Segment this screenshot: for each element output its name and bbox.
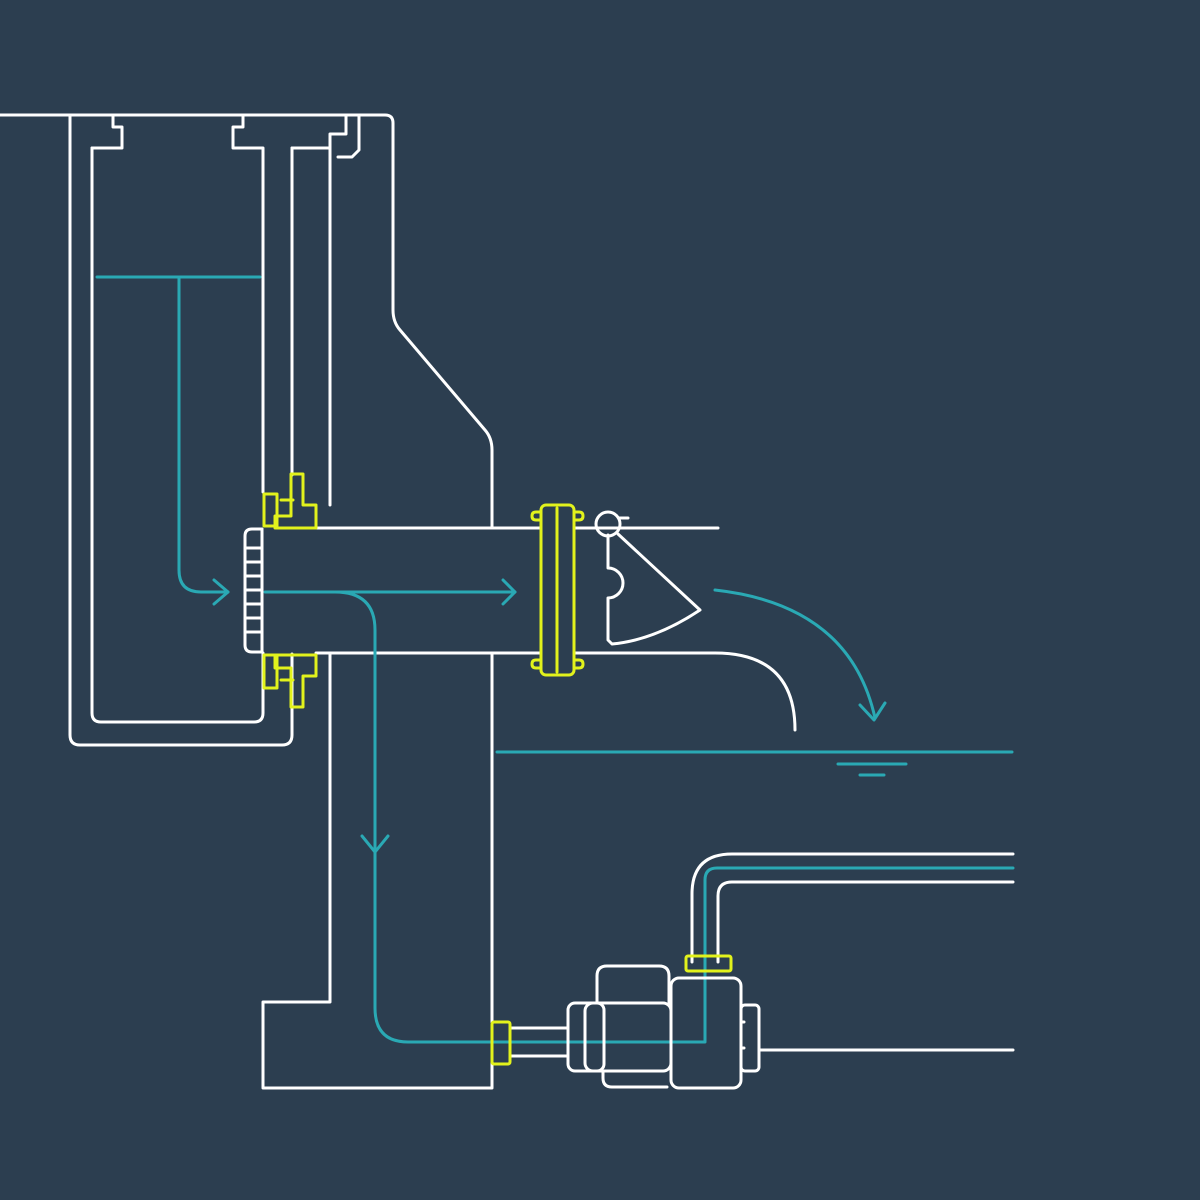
collection-tank bbox=[0, 113, 494, 747]
discharge-pipe bbox=[690, 852, 1015, 1052]
flange bbox=[530, 503, 585, 677]
flap-valve bbox=[594, 510, 702, 646]
wall-seal-top bbox=[262, 472, 318, 530]
water-flow bbox=[95, 275, 1015, 1044]
pump-coupling bbox=[490, 954, 733, 1066]
outlet-pipe bbox=[314, 526, 797, 732]
wall bbox=[261, 651, 494, 1090]
strainer bbox=[243, 527, 264, 654]
pump bbox=[508, 964, 761, 1090]
wall-seal-bottom bbox=[262, 653, 318, 709]
receiving-water bbox=[495, 750, 1014, 777]
